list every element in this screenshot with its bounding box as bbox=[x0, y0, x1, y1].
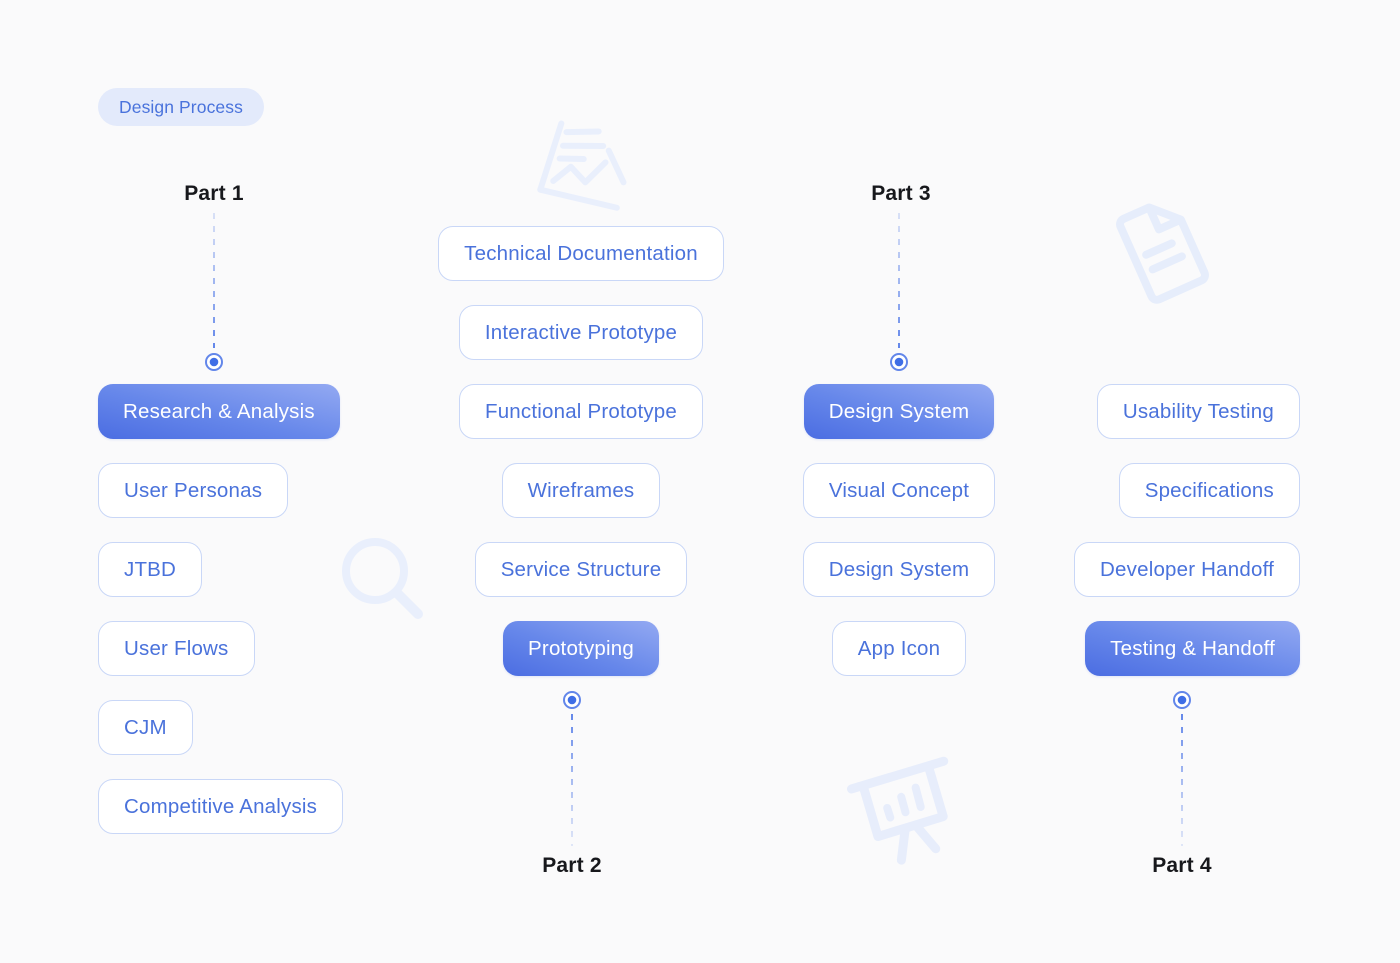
pill-label: App Icon bbox=[857, 636, 941, 660]
part-2-connector bbox=[563, 691, 581, 846]
pill-design-system-filled: Design System bbox=[803, 384, 995, 439]
presentation-chart-icon bbox=[842, 752, 971, 878]
pill-developer-handoff: Developer Handoff bbox=[1074, 542, 1300, 597]
pill-label: JTBD bbox=[124, 557, 177, 581]
pill-label: Wireframes bbox=[527, 478, 635, 502]
pill-wireframes: Wireframes bbox=[501, 463, 661, 518]
pill-label: CJM bbox=[124, 715, 167, 739]
pill-jtbd: JTBD bbox=[98, 542, 203, 597]
pill-app-icon: App Icon bbox=[831, 621, 967, 676]
pill-interactive-prototype: Interactive Prototype bbox=[458, 305, 704, 360]
pill-label: Competitive Analysis bbox=[124, 794, 318, 818]
pill-label: Prototyping bbox=[528, 636, 634, 660]
pill-user-personas: User Personas bbox=[98, 463, 289, 518]
pill-research-analysis: Research & Analysis bbox=[98, 384, 340, 439]
pill-label: Interactive Prototype bbox=[484, 320, 678, 344]
pill-competitive-analysis: Competitive Analysis bbox=[98, 779, 344, 834]
pill-label: Functional Prototype bbox=[484, 399, 678, 423]
column-part-1: Research & Analysis User Personas JTBD U… bbox=[98, 384, 344, 834]
pill-design-system: Design System bbox=[802, 542, 996, 597]
column-part-3: Design System Visual Concept Design Syst… bbox=[749, 384, 1049, 676]
pill-label: Service Structure bbox=[500, 557, 662, 581]
design-process-badge-label: Design Process bbox=[119, 96, 243, 117]
pill-label: User Personas bbox=[124, 478, 263, 502]
pill-label: Visual Concept bbox=[828, 478, 970, 502]
pill-label: Developer Handoff bbox=[1100, 557, 1274, 581]
column-part-2: Technical Documentation Interactive Prot… bbox=[381, 226, 781, 676]
pill-specifications: Specifications bbox=[1118, 463, 1300, 518]
pill-technical-documentation: Technical Documentation bbox=[438, 226, 724, 281]
part-4-label: Part 4 bbox=[1152, 854, 1212, 877]
column-part-4: Usability Testing Specifications Develop… bbox=[1000, 384, 1300, 676]
part-3-label: Part 3 bbox=[871, 182, 931, 205]
pill-label: User Flows bbox=[124, 636, 229, 660]
pill-testing-handoff: Testing & Handoff bbox=[1085, 621, 1300, 676]
pill-label: Testing & Handoff bbox=[1110, 636, 1275, 660]
pill-label: Specifications bbox=[1144, 478, 1274, 502]
pill-label: Design System bbox=[828, 557, 970, 581]
part-1-label: Part 1 bbox=[184, 182, 244, 205]
pill-cjm: CJM bbox=[98, 700, 193, 755]
part-1-connector bbox=[205, 213, 223, 371]
design-process-badge: Design Process bbox=[98, 88, 264, 126]
part-2-label: Part 2 bbox=[542, 854, 602, 877]
pill-usability-testing: Usability Testing bbox=[1096, 384, 1300, 439]
part-4-connector bbox=[1173, 691, 1191, 846]
part-3-connector bbox=[890, 213, 908, 371]
pill-prototyping: Prototyping bbox=[503, 621, 659, 676]
pill-visual-concept: Visual Concept bbox=[802, 463, 996, 518]
sketch-document-icon bbox=[528, 111, 638, 221]
pill-user-flows: User Flows bbox=[98, 621, 255, 676]
pill-label: Design System bbox=[828, 399, 970, 423]
pill-label: Research & Analysis bbox=[123, 399, 315, 423]
pill-functional-prototype: Functional Prototype bbox=[458, 384, 704, 439]
pill-label: Usability Testing bbox=[1122, 399, 1274, 423]
pill-service-structure: Service Structure bbox=[474, 542, 688, 597]
document-icon bbox=[1094, 180, 1230, 321]
pill-label: Technical Documentation bbox=[464, 241, 698, 265]
